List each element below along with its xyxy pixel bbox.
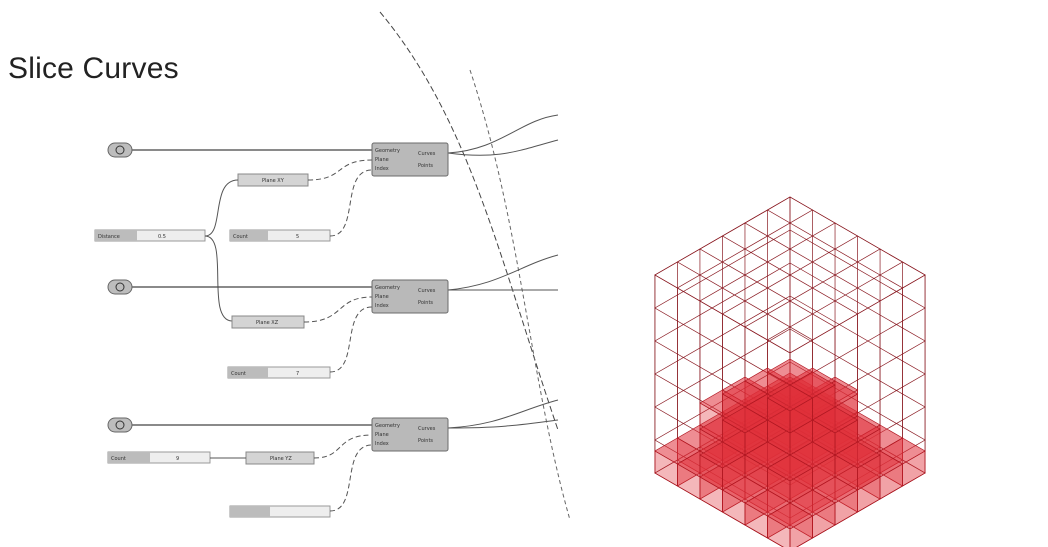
component-input-label: Index xyxy=(375,166,389,172)
component-input-label: Geometry xyxy=(375,285,400,291)
slider-label-box xyxy=(228,367,268,378)
component-output-label: Curves xyxy=(418,426,436,432)
plane-param-label: Plane XY xyxy=(262,178,285,184)
slice-component[interactable] xyxy=(371,279,449,314)
geometry-glyph-icon xyxy=(115,420,125,430)
slider-value: 9 xyxy=(176,456,179,462)
output-wire xyxy=(447,254,559,291)
component-input-label: Geometry xyxy=(375,423,400,429)
component-input-label: Plane xyxy=(375,294,389,300)
component-output-label: Points xyxy=(418,163,433,169)
slice-plane-z xyxy=(654,196,926,354)
shared-wire xyxy=(204,179,239,237)
component-output-label: Points xyxy=(418,438,433,444)
slider-label-box xyxy=(230,506,270,517)
slice-component[interactable] xyxy=(371,417,449,452)
slider-label-box xyxy=(108,452,150,463)
plane-wire xyxy=(313,434,373,459)
component-input-label: Index xyxy=(375,303,389,309)
slider-wire xyxy=(329,306,373,373)
geometry-param-icon[interactable] xyxy=(107,279,133,295)
geometry-param-icon[interactable] xyxy=(107,142,133,158)
page-title: Slice Curves xyxy=(8,52,179,85)
slider-label-box xyxy=(230,230,268,241)
slider-label: Count xyxy=(233,234,248,240)
shared-input-label: Distance xyxy=(98,234,120,240)
geometry-glyph-icon xyxy=(115,145,125,155)
long-wire xyxy=(379,11,559,431)
geometry-param-icon[interactable] xyxy=(107,417,133,433)
component-input-label: Plane xyxy=(375,157,389,163)
output-wire xyxy=(447,399,559,429)
output-wire xyxy=(447,139,559,156)
slider-value: 5 xyxy=(296,234,299,240)
component-output-label: Curves xyxy=(418,151,436,157)
component-input-label: Geometry xyxy=(375,148,400,154)
component-output-label: Points xyxy=(418,300,433,306)
long-wire xyxy=(469,69,571,521)
plane-param-label: Plane XZ xyxy=(256,320,279,326)
plane-wire xyxy=(303,296,373,323)
plane-param-label: Plane YZ xyxy=(270,456,292,462)
node-graph: Plane XY Count 5 Geometry Plane Index Cu… xyxy=(94,11,571,521)
plane-wire xyxy=(307,159,373,181)
slider-wire xyxy=(329,169,373,237)
geometry-glyph-icon xyxy=(115,282,125,292)
slider-label: Count xyxy=(231,371,246,377)
shared-wire xyxy=(204,235,233,322)
output-wire xyxy=(447,114,559,154)
voxel-massing-render xyxy=(654,358,926,547)
voxel-front xyxy=(699,454,723,491)
output-wire xyxy=(447,419,559,429)
slider-wire xyxy=(329,444,373,512)
shared-input-label-box xyxy=(95,230,137,241)
slice-component[interactable] xyxy=(371,142,449,177)
shared-input-value: 0.5 xyxy=(158,234,166,240)
component-input-label: Index xyxy=(375,441,389,447)
slider-label: Count xyxy=(111,456,126,462)
slider-value: 7 xyxy=(296,371,299,377)
component-input-label: Plane xyxy=(375,432,389,438)
component-output-label: Curves xyxy=(418,288,436,294)
voxel-front xyxy=(767,397,791,434)
